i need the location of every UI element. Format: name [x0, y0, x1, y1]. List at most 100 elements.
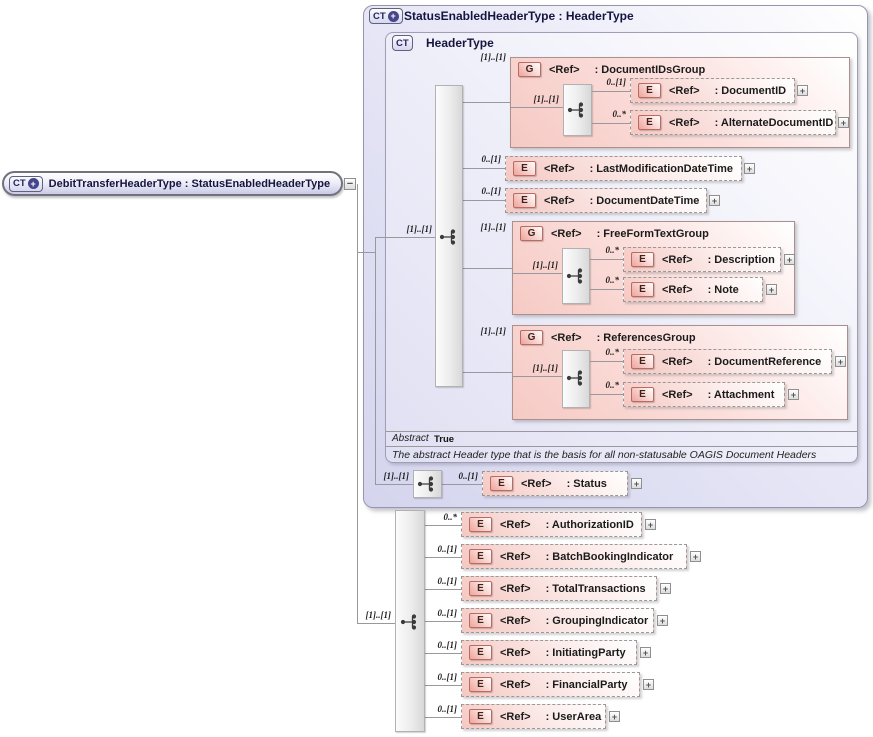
expand-button[interactable]: +: [835, 356, 846, 367]
sequence-bar[interactable]: [395, 510, 425, 732]
element-box-authorization-id[interactable]: E <Ref> : AuthorizationID: [461, 512, 642, 537]
collapse-button[interactable]: −: [344, 178, 356, 190]
expand-button[interactable]: +: [797, 85, 808, 96]
cardinality-references-group: [1]..[1]: [480, 326, 507, 336]
connector: [425, 717, 461, 718]
connector: [590, 361, 623, 362]
element-icon: E: [490, 476, 513, 491]
element-name: : Note: [707, 283, 739, 296]
ref-label: <Ref>: [500, 582, 531, 595]
sequence-bar[interactable]: [562, 350, 590, 408]
element-box-document-id[interactable]: E <Ref> : DocumentID: [630, 78, 795, 103]
ref-label: <Ref>: [500, 678, 531, 691]
cardinality-status: 0..[1]: [458, 471, 479, 481]
element-name: : UserArea: [545, 710, 602, 723]
element-box-financial-party[interactable]: E <Ref> : FinancialParty: [461, 672, 640, 697]
element-box-document-date-time[interactable]: E <Ref> : DocumentDateTime: [505, 188, 707, 213]
element-name: : DocumentID: [714, 84, 787, 97]
cardinality-free-form-text-group: [1]..[1]: [480, 222, 507, 232]
sequence-icon: [399, 612, 421, 632]
ref-label: <Ref>: [669, 84, 700, 97]
connector: [590, 259, 623, 260]
expand-button[interactable]: +: [788, 389, 799, 400]
element-icon: E: [469, 677, 492, 692]
expand-button[interactable]: +: [766, 284, 777, 295]
connector: [463, 268, 512, 269]
ref-label: <Ref>: [551, 331, 582, 344]
sequence-bar[interactable]: [435, 85, 463, 387]
element-icon: E: [469, 613, 492, 628]
ref-label: <Ref>: [521, 477, 552, 490]
connector: [592, 123, 630, 124]
expand-button[interactable]: +: [709, 195, 720, 206]
ref-label: <Ref>: [662, 355, 693, 368]
connector: [425, 589, 461, 590]
ct-icon: CT: [396, 37, 409, 49]
connector: [357, 184, 358, 623]
cardinality-document-date-time: 0..[1]: [481, 186, 502, 196]
cardinality-grouping-indicator: 0..[1]: [437, 608, 458, 618]
ref-label: <Ref>: [662, 283, 693, 296]
element-name: : Status: [566, 477, 607, 490]
cardinality-document-id: 0..[1]: [606, 77, 627, 87]
element-name: : DocumentDateTime: [589, 194, 700, 207]
complex-type-icon: CT: [392, 35, 413, 51]
element-name: : InitiatingParty: [545, 646, 626, 659]
element-box-alternate-document-id[interactable]: E <Ref> : AlternateDocumentID: [630, 110, 836, 135]
element-name: : BatchBookingIndicator: [545, 550, 674, 563]
element-box-total-transactions[interactable]: E <Ref> : TotalTransactions: [461, 576, 657, 601]
element-box-last-modification-date-time[interactable]: E <Ref> : LastModificationDateTime: [505, 156, 742, 181]
element-box-batch-booking-indicator[interactable]: E <Ref> : BatchBookingIndicator: [461, 544, 687, 569]
expand-button[interactable]: +: [660, 583, 671, 594]
element-box-document-reference[interactable]: E <Ref> : DocumentReference: [623, 349, 832, 374]
connector: [425, 653, 461, 654]
element-box-status[interactable]: E <Ref> : Status: [482, 471, 628, 496]
element-box-note[interactable]: E <Ref> : Note: [623, 277, 763, 302]
connector: [590, 394, 623, 395]
cardinality-batch-booking-indicator: 0..[1]: [437, 544, 458, 554]
element-box-initiating-party[interactable]: E <Ref> : InitiatingParty: [461, 640, 637, 665]
expand-button[interactable]: +: [744, 163, 755, 174]
plus-circle-icon: +: [27, 178, 39, 189]
expand-button[interactable]: +: [645, 519, 656, 530]
expand-button[interactable]: +: [657, 615, 668, 626]
element-box-description[interactable]: E <Ref> : Description: [623, 247, 781, 272]
element-name: : TotalTransactions: [545, 582, 646, 595]
element-icon: E: [469, 517, 492, 532]
connector: [357, 252, 375, 253]
complex-type-node-root[interactable]: CT + DebitTransferHeaderType : StatusEna…: [2, 171, 343, 196]
group-icon: G: [520, 226, 543, 241]
sequence-icon: [565, 266, 587, 286]
expand-button[interactable]: +: [690, 551, 701, 562]
type-annotation: The abstract Header type that is the bas…: [392, 449, 817, 461]
connector: [512, 273, 562, 274]
divider: [386, 446, 857, 447]
cardinality-authorization-id: 0..*: [443, 512, 458, 522]
ct-icon: CT: [373, 10, 386, 22]
cardinality-alternate-document-id: 0..*: [612, 109, 627, 119]
expand-button[interactable]: +: [643, 679, 654, 690]
cardinality-last-modification-date-time: 0..[1]: [481, 154, 502, 164]
expand-button[interactable]: +: [640, 647, 651, 658]
element-icon: E: [638, 115, 661, 130]
expand-button[interactable]: +: [838, 117, 849, 128]
ref-label: <Ref>: [669, 116, 700, 129]
element-box-attachment[interactable]: E <Ref> : Attachment: [623, 382, 785, 407]
expand-button[interactable]: +: [631, 478, 642, 489]
ref-label: <Ref>: [500, 614, 531, 627]
inner-container-title: HeaderType: [426, 36, 494, 50]
plus-circle-icon: +: [387, 10, 399, 22]
expand-button[interactable]: +: [609, 711, 620, 722]
ref-label: <Ref>: [544, 194, 575, 207]
connector: [590, 289, 623, 290]
connector: [357, 623, 395, 624]
element-box-user-area[interactable]: E <Ref> : UserArea: [461, 704, 606, 729]
element-box-grouping-indicator[interactable]: E <Ref> : GroupingIndicator: [461, 608, 654, 633]
ref-label: <Ref>: [662, 253, 693, 266]
element-icon: E: [631, 252, 654, 267]
ref-label: <Ref>: [500, 518, 531, 531]
expand-button[interactable]: +: [784, 254, 795, 265]
element-icon: E: [631, 282, 654, 297]
group-name: : DocumentIDsGroup: [594, 63, 706, 76]
